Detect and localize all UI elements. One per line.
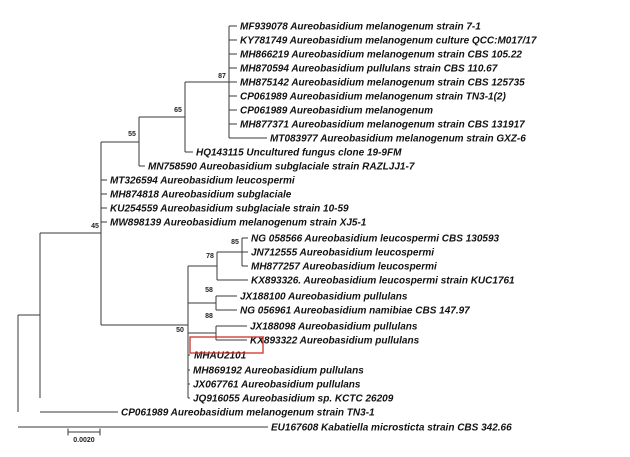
leaf-label: KX893322 Aureobasidium pullulans <box>250 336 420 347</box>
leaf-label: NG 058566 Aureobasidium leucospermi CBS … <box>251 234 500 245</box>
leaf-label: MH877371 Aureobasidium melanogenum strai… <box>240 120 525 131</box>
leaf-label: MH874818 Aureobasidium subglaciale <box>110 190 292 201</box>
leaf-label: MN758590 Aureobasidium subglaciale strai… <box>148 162 415 173</box>
tree-branches <box>17 25 268 428</box>
leaf-label: JX188098 Aureobasidium pullulans <box>250 322 418 333</box>
leaf-label: MT326594 Aureobasidium leucospermi <box>110 176 295 187</box>
bootstrap-value: 88 <box>205 313 213 320</box>
bootstrap-value: 58 <box>205 287 213 294</box>
leaf-label: MH870594 Aureobasidium pullulans strain … <box>240 64 498 75</box>
leaf-label: CP061989 Aureobasidium melanogenum strai… <box>121 408 375 419</box>
leaf-label: MF939078 Aureobasidium melanogenum strai… <box>240 22 481 33</box>
bootstrap-values: 87 65 55 45 85 78 58 88 50 <box>91 73 239 334</box>
leaf-label: KU254559 Aureobasidium subglaciale strai… <box>110 204 349 215</box>
leaf-label: HQ143115 Uncultured fungus clone 19-9FM <box>196 148 402 159</box>
leaf-label: NG 056961 Aureobasidium namibiae CBS 147… <box>240 306 470 317</box>
leaf-label: CP061989 Aureobasidium melanogenum <box>240 106 433 117</box>
bootstrap-value: 78 <box>206 253 214 260</box>
leaf-label: CP061989 Aureobasidium melanogenum strai… <box>240 92 506 103</box>
leaf-label: KX893326. Aureobasidium leucospermi stra… <box>251 276 515 287</box>
bootstrap-value: 50 <box>176 327 184 334</box>
leaf-label: EU167608 Kabatiella microsticta strain C… <box>271 423 512 434</box>
leaf-label: MW898139 Aureobasidium melanogenum strai… <box>110 218 367 229</box>
leaf-label: JN712555 Aureobasidium leucospermi <box>251 248 434 259</box>
leaf-label: MT083977 Aureobasidium melanogenum strai… <box>270 134 526 145</box>
bootstrap-value: 87 <box>218 73 226 80</box>
leaf-label: MH869192 Aureobasidium pullulans <box>193 366 364 377</box>
leaf-label: JX188100 Aureobasidium pullulans <box>240 292 408 303</box>
leaf-label: JQ916055 Aureobasidium sp. KCTC 26209 <box>193 394 394 405</box>
scale-bar: 0.0020 <box>67 428 101 444</box>
leaf-label: JX067761 Aureobasidium pullulans <box>193 380 361 391</box>
bootstrap-value: 55 <box>128 131 136 138</box>
highlight-box <box>189 336 264 354</box>
leaf-label: MH866219 Aureobasidium melanogenum strai… <box>240 50 522 61</box>
leaf-label: MHAU2101 <box>194 351 247 362</box>
bootstrap-value: 65 <box>174 107 182 114</box>
leaf-label: KY781749 Aureobasidium melanogenum cultu… <box>240 36 537 47</box>
scale-bar-label: 0.0020 <box>73 437 95 444</box>
leaf-label: MH877257 Aureobasidium leucospermi <box>251 262 437 273</box>
bootstrap-value: 85 <box>231 239 239 246</box>
leaf-labels: MF939078 Aureobasidium melanogenum strai… <box>110 22 537 434</box>
bootstrap-value: 45 <box>91 223 99 230</box>
leaf-label: MH875142 Aureobasidium melanogenum strai… <box>240 78 525 89</box>
